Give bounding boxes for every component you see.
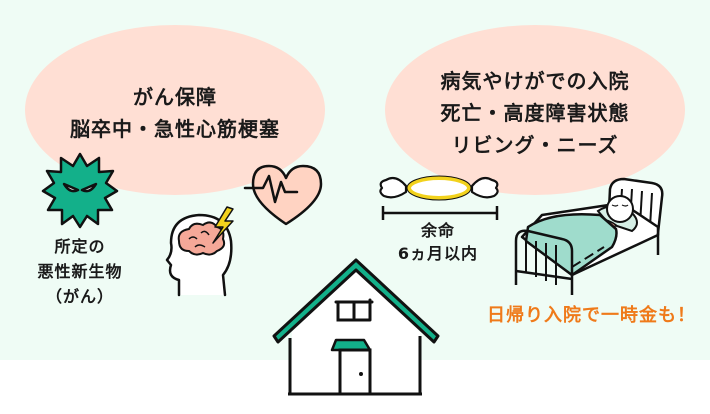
- right-bubble-line-1: 病気やけがでの入院: [440, 69, 630, 93]
- right-bubble-line-2: 死亡・高度障害状態: [440, 101, 630, 125]
- life-expectancy-line-1: 余命: [420, 221, 455, 240]
- left-bubble-line-1: がん保障: [133, 85, 217, 109]
- right-bubble-text: 病気やけがでの入院 死亡・高度障害状態 リビング・ニーズ: [385, 65, 685, 161]
- brain-head-icon: [165, 206, 234, 297]
- right-speech-bubble: 病気やけがでの入院 死亡・高度障害状態 リビング・ニーズ: [385, 25, 685, 195]
- cancer-label-line-3: （がん）: [45, 287, 114, 306]
- left-bubble-line-2: 脳卒中・急性心筋梗塞: [70, 117, 280, 141]
- virus-icon: [41, 152, 119, 229]
- day-hospitalization-note: 日帰り入院で一時金も！: [487, 305, 696, 326]
- house-icon: [272, 258, 440, 396]
- angel-halo-wings-icon: [379, 175, 499, 201]
- cancer-label-line-2: 悪性新生物: [37, 262, 123, 281]
- life-expectancy-label: 余命 6ヵ月以内: [378, 219, 498, 265]
- range-bar: [381, 206, 499, 220]
- left-bubble-text: がん保障 脳卒中・急性心筋梗塞: [25, 81, 325, 145]
- cancer-label-line-1: 所定の: [54, 237, 106, 256]
- right-bubble-line-3: リビング・ニーズ: [451, 133, 619, 157]
- life-expectancy-line-2: 6ヵ月以内: [397, 244, 479, 263]
- hospital-bed-icon: [514, 177, 664, 295]
- cancer-label: 所定の 悪性新生物 （がん）: [20, 234, 140, 309]
- heartbeat-heart-icon: [243, 164, 323, 226]
